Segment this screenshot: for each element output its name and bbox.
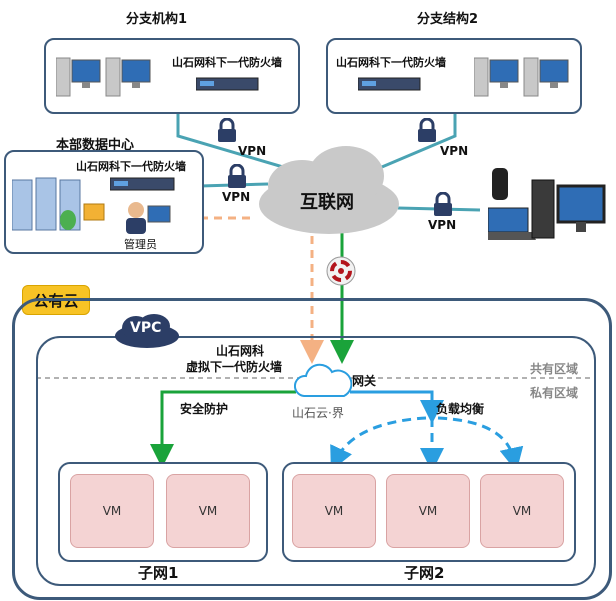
- vm-box: VM: [292, 474, 376, 548]
- vpc-label: VPC: [130, 320, 162, 336]
- private-zone-label: 私有区域: [530, 386, 579, 400]
- branch2-firewall-label: 山石网科下一代防火墙: [336, 56, 446, 69]
- lock-icon: [418, 118, 436, 142]
- firewall-icon: [110, 177, 175, 191]
- gateway-cloud-icon: [294, 363, 352, 397]
- lb-dash-right: [437, 416, 524, 472]
- computer-icon: [474, 57, 569, 97]
- gateway-to-lb-line: [350, 390, 444, 424]
- vpn-label-hq: VPN: [222, 190, 251, 204]
- firewall-icon: [196, 77, 259, 91]
- computer-icon: [56, 57, 151, 97]
- vpc-cloud-icon: [115, 314, 179, 348]
- shiyunjie-label: 山石云·界: [292, 406, 344, 420]
- shared-zone-label: 共有区域: [530, 362, 579, 376]
- lock-icon: [228, 164, 246, 188]
- branch1-box: 山石网科下一代防火墙: [44, 38, 300, 114]
- virtual-fw-line2: 虚拟下一代防火墙: [186, 360, 283, 374]
- hq-title: 本部数据中心: [56, 138, 135, 153]
- lock-icon: [434, 192, 452, 216]
- subnet2-label: 子网2: [404, 564, 445, 582]
- phone-icon: [492, 168, 508, 200]
- link-branch2: [369, 112, 457, 174]
- admin-icon: [126, 202, 171, 234]
- load-balance-label: 负载均衡: [436, 402, 485, 416]
- branch2-box: 山石网科下一代防火墙: [326, 38, 582, 114]
- vm-box: VM: [70, 474, 154, 548]
- laptop-icon: [488, 207, 536, 240]
- internet-label: 互联网: [300, 192, 354, 213]
- vpn-label-branch1: VPN: [238, 144, 267, 158]
- subnet1-label: 子网1: [138, 564, 179, 582]
- link-branch1: [176, 112, 301, 174]
- public-cloud-box: [12, 298, 612, 600]
- branch1-firewall-label: 山石网科下一代防火墙: [172, 56, 282, 69]
- lb-dash-left: [330, 416, 427, 471]
- admin-label: 管理员: [124, 238, 157, 251]
- vpn-label-laptop: VPN: [428, 218, 457, 232]
- security-label: 安全防护: [180, 402, 229, 416]
- server-icon: [12, 177, 105, 231]
- vm-box: VM: [166, 474, 250, 548]
- branch2-title: 分支结构2: [417, 12, 479, 27]
- remote-devices: [488, 168, 606, 240]
- cloud-icon: [259, 146, 399, 234]
- gateway-label: 网关: [352, 374, 377, 388]
- branch1-title: 分支机构1: [126, 12, 188, 27]
- vm-box: VM: [480, 474, 564, 548]
- security-arrow: [150, 390, 296, 468]
- lock-icon: [218, 118, 236, 142]
- biohazard-icon: [326, 256, 356, 286]
- vm-box: VM: [386, 474, 470, 548]
- vpn-label-branch2: VPN: [440, 144, 469, 158]
- hq-firewall-label: 山石网科下一代防火墙: [76, 160, 186, 173]
- vpc-box: [36, 336, 596, 586]
- hq-box: 山石网科下一代防火墙 管理员: [4, 150, 204, 254]
- firewall-icon: [358, 77, 421, 91]
- virtual-fw-line1: 山石网科: [216, 344, 265, 358]
